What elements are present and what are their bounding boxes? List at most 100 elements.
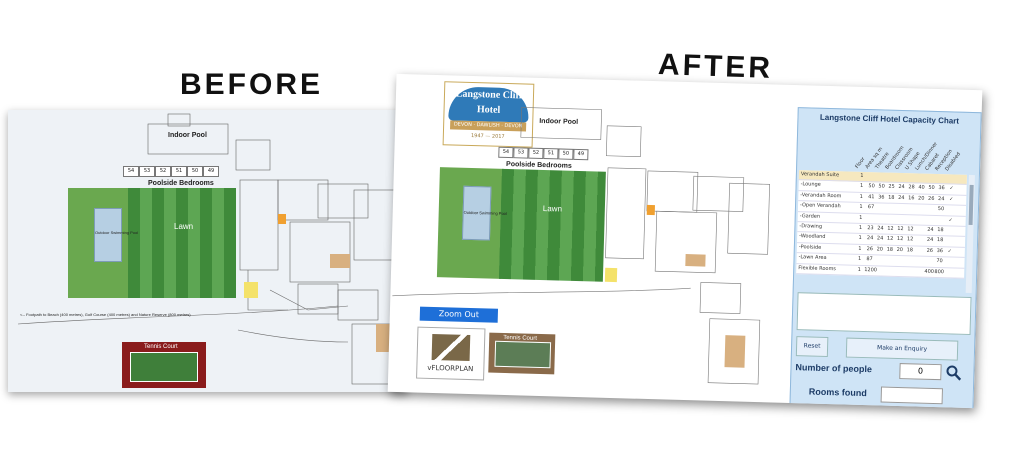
room-52: 52 <box>155 166 171 177</box>
capacity-cell: 50 <box>937 206 945 213</box>
indoor-pool-label: Indoor Pool <box>539 117 579 126</box>
capacity-cell: 87 <box>866 256 873 263</box>
room-54: 54 <box>123 166 139 177</box>
capacity-cell: 1 <box>857 255 862 263</box>
capacity-cell: 40 <box>918 184 925 192</box>
room-details-box <box>796 292 972 336</box>
capacity-cell: 67 <box>867 204 875 211</box>
number-of-people-label: Number of people <box>795 362 873 375</box>
capacity-cell: 12 <box>887 225 894 232</box>
capacity-cell: 1 <box>859 204 863 211</box>
room-53: 53 <box>513 147 529 159</box>
col-floor: Floor <box>854 156 867 170</box>
capacity-cell: 50 <box>878 183 885 190</box>
capacity-cell: 400 <box>924 268 935 275</box>
reset-button[interactable]: Reset <box>795 336 829 358</box>
capacity-cell: 1 <box>858 224 863 231</box>
yellow-room <box>604 267 618 283</box>
orange-room <box>278 214 286 224</box>
tan-room <box>330 254 350 268</box>
number-of-people-input[interactable]: 0 <box>899 363 942 381</box>
after-floorplan-app: Langstone Cliff Hotel DEVON · DAWLISH · … <box>387 73 983 409</box>
capacity-cell: 1 <box>859 214 863 221</box>
lawn-label: Lawn <box>174 222 194 231</box>
make-enquiry-button[interactable]: Make an Enquiry <box>845 337 959 361</box>
capacity-cell: 23 <box>867 225 874 232</box>
capacity-cell: 18 <box>886 246 894 253</box>
capacity-cell: ✓ <box>948 216 953 224</box>
capacity-cell: 26 <box>866 245 874 252</box>
capacity-cell: 24 <box>927 226 934 233</box>
capacity-cell: 18 <box>937 226 944 234</box>
search-icon[interactable] <box>945 364 962 381</box>
capacity-row-name: -Lawn Area <box>798 254 827 262</box>
capacity-cell: 36 <box>936 247 944 254</box>
room-49: 49 <box>573 148 589 161</box>
capacity-cell: 25 <box>888 184 895 191</box>
capacity-cell: 24 <box>898 194 905 201</box>
capacity-row-name: Verandah Suite <box>800 171 840 179</box>
capacity-cell: 1 <box>858 245 862 252</box>
room-51: 51 <box>171 166 187 177</box>
room-54: 54 <box>498 146 514 159</box>
capacity-cell: 24 <box>898 184 905 191</box>
capacity-cell: ✓ <box>947 248 952 255</box>
capacity-cell: 12 <box>907 226 914 233</box>
capacity-row-name: -Open Verandah <box>799 202 841 210</box>
outdoor-pool-label: Outdoor Swimming Pool <box>95 230 139 235</box>
capacity-cell: ✓ <box>949 196 954 203</box>
capacity-cell: 12 <box>896 236 904 243</box>
before-floorplan: Indoor Pool 54 53 52 51 50 49 Poolside B… <box>8 110 408 392</box>
capacity-cell: 18 <box>888 194 895 201</box>
lawn-label: Lawn <box>542 204 563 214</box>
vfloorplan-logo[interactable]: vFLOORPLAN <box>416 326 486 381</box>
zoom-out-button[interactable]: Zoom Out <box>419 306 499 323</box>
capacity-chart-title: Langstone Cliff Hotel Capacity Chart <box>819 112 960 126</box>
capacity-scrollbar-thumb[interactable] <box>968 184 974 226</box>
capacity-cell: 41 <box>868 193 875 201</box>
capacity-cell: 28 <box>908 184 915 191</box>
capacity-row-name: Flexible Rooms <box>798 264 837 272</box>
room-53: 53 <box>139 166 155 177</box>
tennis-court-label: Tennis Court <box>144 344 178 350</box>
capacity-chart-panel: Langstone Cliff Hotel Capacity Chart Flo… <box>789 107 982 409</box>
capacity-cell: 12 <box>906 236 914 243</box>
capacity-cell: 26 <box>926 247 934 254</box>
tan-building <box>724 335 746 368</box>
capacity-cell: 18 <box>906 246 914 254</box>
before-heading: BEFORE <box>180 68 324 101</box>
capacity-cell: 36 <box>878 194 885 201</box>
capacity-cell: 18 <box>936 237 944 244</box>
capacity-row-name: -Lounge <box>800 181 821 189</box>
capacity-cell: 1 <box>859 193 863 200</box>
capacity-cell: ✓ <box>949 185 954 192</box>
capacity-row-name: -Garden <box>799 212 821 220</box>
capacity-cell: 800 <box>934 268 945 275</box>
capacity-cell: 50 <box>868 183 875 190</box>
room-50: 50 <box>558 148 574 160</box>
capacity-row-name: -Woodland <box>799 233 826 241</box>
room-51: 51 <box>543 148 559 160</box>
capacity-row-values: 1✓ <box>856 214 956 223</box>
lawn-area <box>498 168 606 282</box>
poolside-bedrooms-label: Poolside Bedrooms <box>148 180 214 187</box>
capacity-cell: 1200 <box>864 266 878 273</box>
floorplan-outline <box>392 107 770 385</box>
capacity-cell: 16 <box>908 194 915 202</box>
capacity-cell: 36 <box>938 185 945 192</box>
footpath-note: <-- Footpath to Beach (400 metres), Golf… <box>20 312 191 317</box>
capacity-row-name: -Verandah Room <box>800 191 842 200</box>
capacity-cell: 24 <box>866 235 874 242</box>
orange-room <box>646 204 655 216</box>
room-52: 52 <box>528 147 544 160</box>
room-50: 50 <box>187 166 203 177</box>
capacity-scrollbar[interactable] <box>965 174 975 294</box>
capacity-cell: 26 <box>928 195 935 202</box>
